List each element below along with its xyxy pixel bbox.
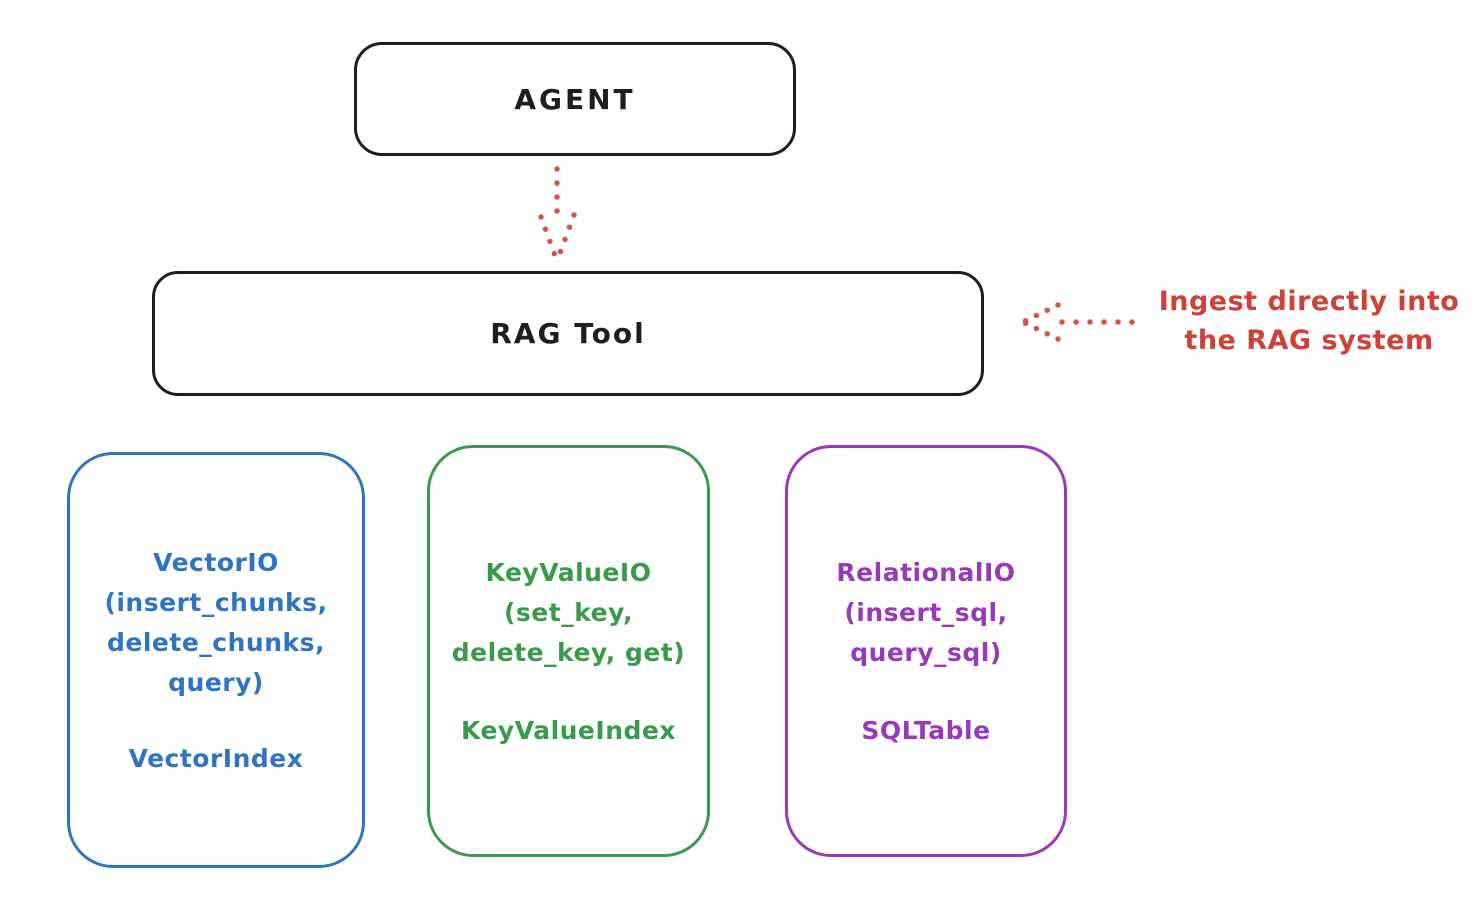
ingest-annotation-line2: the RAG system [1184, 325, 1434, 356]
agent-label: AGENT [514, 82, 636, 116]
ingest-annotation-line1: Ingest directly into [1158, 286, 1460, 317]
annotation-to-ragtool-arrow-icon [1020, 302, 1135, 342]
relational-io-title: RelationalIO [836, 558, 1016, 587]
vector-io-title: VectorIO [153, 548, 279, 577]
rag-tool-label: RAG Tool [490, 317, 646, 350]
relational-io-methods-line2: query_sql) [850, 638, 1002, 667]
relational-io-methods-line1: (insert_sql, [844, 598, 1008, 627]
vector-io-methods-line3: query) [168, 668, 264, 697]
key-value-io-title: KeyValueIO [485, 558, 652, 587]
ingest-annotation: Ingest directly into the RAG system [1140, 282, 1478, 360]
agent-to-ragtool-arrow-icon [538, 166, 577, 264]
key-value-index-label: KeyValueIndex [461, 716, 676, 745]
relational-io-node: RelationalIO (insert_sql, query_sql) SQL… [785, 445, 1067, 857]
key-value-io-methods-line2: delete_key, get) [451, 638, 686, 667]
vector-index-label: VectorIndex [128, 744, 304, 773]
vector-io-methods-line1: (insert_chunks, [104, 588, 328, 617]
vector-io-node: VectorIO (insert_chunks, delete_chunks, … [67, 452, 365, 868]
vector-io-methods-line2: delete_chunks, [107, 628, 325, 657]
rag-tool-node: RAG Tool [152, 271, 984, 396]
key-value-io-methods-line1: (set_key, [504, 598, 633, 627]
agent-node: AGENT [354, 42, 796, 156]
key-value-io-node: KeyValueIO (set_key, delete_key, get) Ke… [427, 445, 710, 857]
sql-table-label: SQLTable [861, 716, 991, 745]
